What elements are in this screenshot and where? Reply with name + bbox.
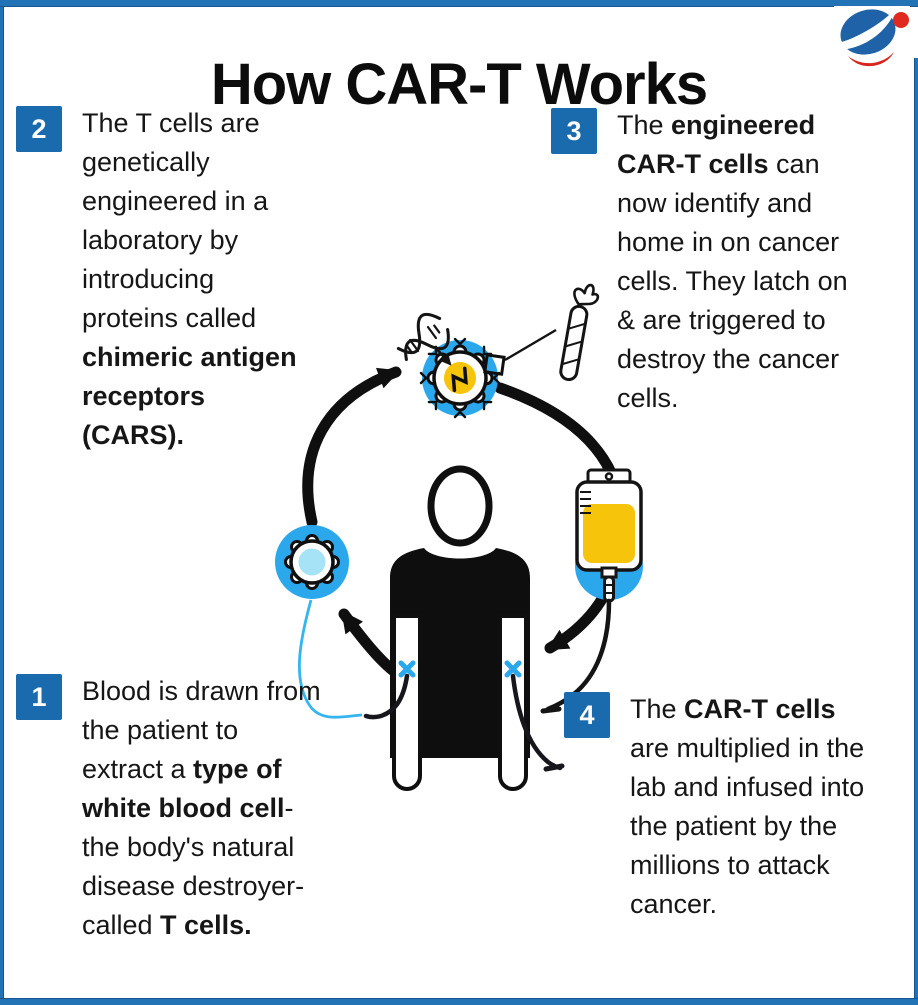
- logo-red-crescent: [848, 52, 894, 67]
- patient-left-arm: [392, 614, 422, 791]
- bottom-accent-bar: [0, 998, 918, 1005]
- cycle-arrow-left: [302, 366, 402, 528]
- step-2-text: The T cells are genetically engineered i…: [82, 108, 297, 450]
- right-arm-tube: [510, 673, 563, 771]
- dna-helix-icon: [396, 312, 450, 362]
- step-1-text: Blood is drawn from the patient to extra…: [82, 676, 321, 940]
- step-4-text: The CAR-T cells are multiplied in the la…: [630, 694, 865, 919]
- left-arm-tube: [363, 673, 410, 720]
- iv-tube-connector: [540, 706, 562, 714]
- iv-bag-fluid: [583, 504, 635, 563]
- cell-receptors: [419, 337, 501, 419]
- step-block-1: 1 Blood is drawn from the patient to ext…: [16, 672, 322, 945]
- step-4-number-badge: 4: [564, 692, 610, 738]
- left-frame-border: [0, 7, 4, 998]
- logo-swoosh: [834, 8, 896, 50]
- detail-callout-line: [504, 328, 557, 362]
- step-1-number-badge: 1: [16, 674, 62, 720]
- cycle-arrow-right: [494, 382, 628, 654]
- step-block-2: 2 The T cells are genetically engineered…: [16, 104, 307, 455]
- patient-tshirt: [390, 548, 530, 758]
- iv-bag-icon: [540, 468, 643, 714]
- swoosh-globe-logo: [834, 6, 910, 70]
- arrow-arm-to-cell: [338, 608, 404, 680]
- injection-site-x-marker: [398, 660, 522, 678]
- step-3-number-badge: 3: [551, 108, 597, 154]
- step-block-4: 4 The CAR-T cells are multiplied in the …: [564, 690, 870, 924]
- tube-connector: [543, 763, 565, 772]
- step-2-number-badge: 2: [16, 106, 62, 152]
- step-block-3: 3 The engineered CAR-T cells can now ide…: [551, 106, 857, 418]
- right-frame-border: [914, 58, 918, 998]
- page-title: How CAR-T Works: [210, 51, 708, 117]
- engineered-cell-icon: [419, 328, 557, 419]
- t-cell-icon: [275, 525, 349, 599]
- step-3-text: The engineered CAR-T cells can now ident…: [617, 110, 848, 413]
- patient-icon: [363, 465, 565, 791]
- receptor-detail-box: [483, 353, 506, 376]
- patient-head: [427, 465, 493, 547]
- logo-red-dot: [893, 12, 909, 28]
- dna-insertion-arrow: [435, 347, 452, 366]
- top-accent-bar: [0, 0, 918, 7]
- patient-right-arm: [498, 614, 528, 791]
- cell-gear-body: [426, 344, 494, 412]
- inserted-dna-strand: [451, 366, 468, 392]
- cell-nucleus: [444, 362, 476, 394]
